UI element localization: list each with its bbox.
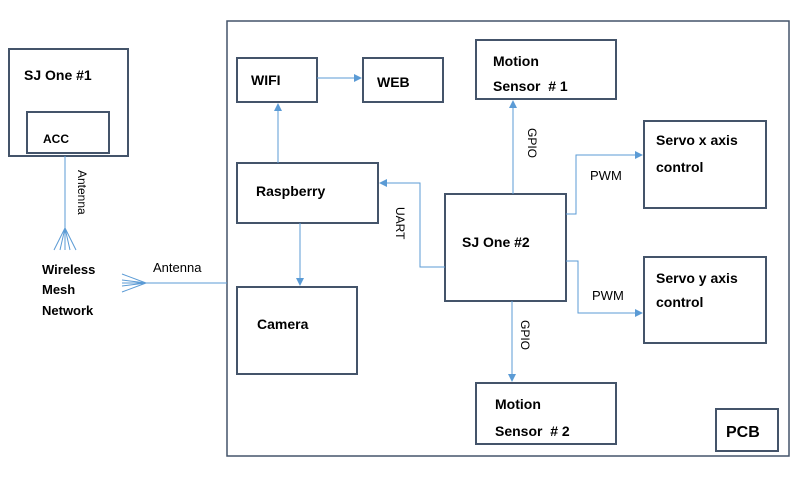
gpio-top-label: GPIO — [525, 128, 539, 158]
acc-box — [26, 111, 110, 154]
servo-x-line2: control — [656, 159, 703, 175]
antenna-vertical-label: Antenna — [75, 170, 89, 215]
antenna-2-symbol — [121, 273, 147, 293]
pcb-label-box — [715, 408, 779, 452]
web-label: WEB — [377, 74, 410, 90]
wireless-label-1: Wireless — [42, 262, 95, 277]
servo-y-line1: Servo y axis — [656, 270, 738, 286]
sj-one-2-box — [444, 193, 567, 302]
antenna-1-symbol — [53, 227, 77, 251]
acc-label: ACC — [43, 132, 69, 146]
camera-label: Camera — [257, 316, 309, 332]
uart-label: UART — [393, 207, 407, 240]
gpio-bottom-label: GPIO — [518, 320, 532, 350]
motion-sensor-2-box — [475, 382, 617, 445]
pwm-top-connector — [566, 151, 643, 215]
servo-x-box — [643, 120, 767, 209]
uart-connector — [379, 179, 445, 268]
servo-y-box — [643, 256, 767, 344]
wireless-label-3: Network — [42, 303, 94, 318]
servo-x-line1: Servo x axis — [656, 132, 738, 148]
pwm-bottom-connector — [566, 260, 643, 317]
motion-sensor-2-line1: Motion — [495, 396, 541, 412]
pwm-bottom-label: PWM — [592, 288, 624, 303]
raspberry-box — [236, 162, 379, 224]
camera-box — [236, 286, 358, 375]
motion-sensor-1-box — [475, 39, 617, 100]
pcb-boundary — [226, 20, 790, 457]
sj-one-1-title: SJ One #1 — [24, 67, 92, 83]
pwm-top-label: PWM — [590, 168, 622, 183]
motion-sensor-1-line1: Motion — [493, 53, 539, 69]
servo-y-line2: control — [656, 294, 703, 310]
pcb-label: PCB — [726, 424, 760, 441]
sj-one-2-label: SJ One #2 — [462, 234, 530, 250]
wifi-box — [236, 57, 318, 103]
wireless-label-2: Mesh — [42, 282, 75, 297]
web-box — [362, 57, 444, 103]
wifi-label: WIFI — [251, 72, 281, 88]
motion-sensor-1-line2: Sensor # 1 — [493, 78, 568, 94]
sj-one-1-box — [8, 48, 129, 157]
raspberry-label: Raspberry — [256, 183, 325, 199]
antenna-horizontal-label: Antenna — [153, 260, 202, 275]
motion-sensor-2-line2: Sensor # 2 — [495, 423, 570, 439]
